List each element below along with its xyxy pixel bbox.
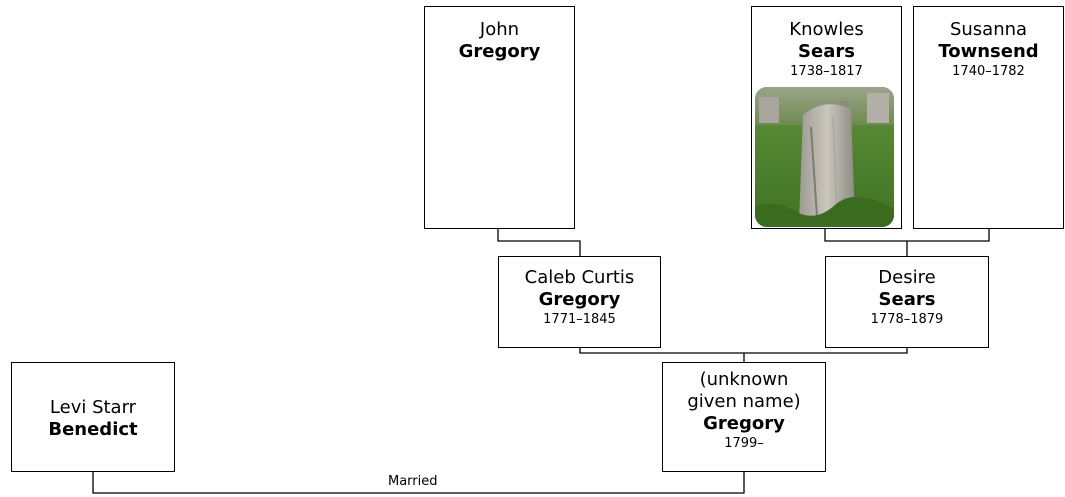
person-card-desire-sears[interactable]: Desire Sears 1778–1879 xyxy=(825,256,989,348)
given-name: Knowles xyxy=(789,19,864,40)
person-card-knowles-sears[interactable]: Knowles Sears 1738–1817 xyxy=(751,6,902,229)
surname: Gregory xyxy=(538,289,621,310)
connector-married xyxy=(92,471,745,494)
surname: Gregory xyxy=(703,413,785,434)
given-name: Caleb Curtis xyxy=(524,267,635,288)
given-name-line1: (unknown xyxy=(699,369,789,390)
surname: Benedict xyxy=(48,419,138,440)
life-dates: 1740–1782 xyxy=(952,64,1025,79)
married-label: Married xyxy=(388,474,438,489)
person-card-caleb-curtis-gregory[interactable]: Caleb Curtis Gregory 1771–1845 xyxy=(498,256,661,348)
connector-gregory-parents xyxy=(497,228,581,256)
given-name: Desire xyxy=(878,267,936,288)
given-name-line2: given name) xyxy=(687,391,801,412)
person-card-susanna-townsend[interactable]: Susanna Townsend 1740–1782 xyxy=(913,6,1064,229)
given-name: John xyxy=(479,19,520,40)
person-card-john-gregory[interactable]: John Gregory xyxy=(424,6,575,229)
surname: Townsend xyxy=(938,41,1039,62)
life-dates: 1738–1817 xyxy=(790,64,863,79)
connector-sears-parents xyxy=(824,228,990,242)
life-dates: 1778–1879 xyxy=(870,312,944,327)
surname: Sears xyxy=(878,289,936,310)
life-dates: 1799– xyxy=(724,436,764,451)
given-name: Susanna xyxy=(949,19,1028,40)
gravestone-photo[interactable] xyxy=(755,87,894,227)
given-name: Levi Starr xyxy=(49,397,137,418)
person-card-levi-starr-benedict[interactable]: Levi Starr Benedict xyxy=(11,362,175,472)
life-dates: 1771–1845 xyxy=(543,312,616,327)
surname: Sears xyxy=(798,41,855,62)
person-card-unknown-gregory[interactable]: (unknown given name) Gregory 1799– xyxy=(662,362,826,472)
surname: Gregory xyxy=(458,41,541,62)
